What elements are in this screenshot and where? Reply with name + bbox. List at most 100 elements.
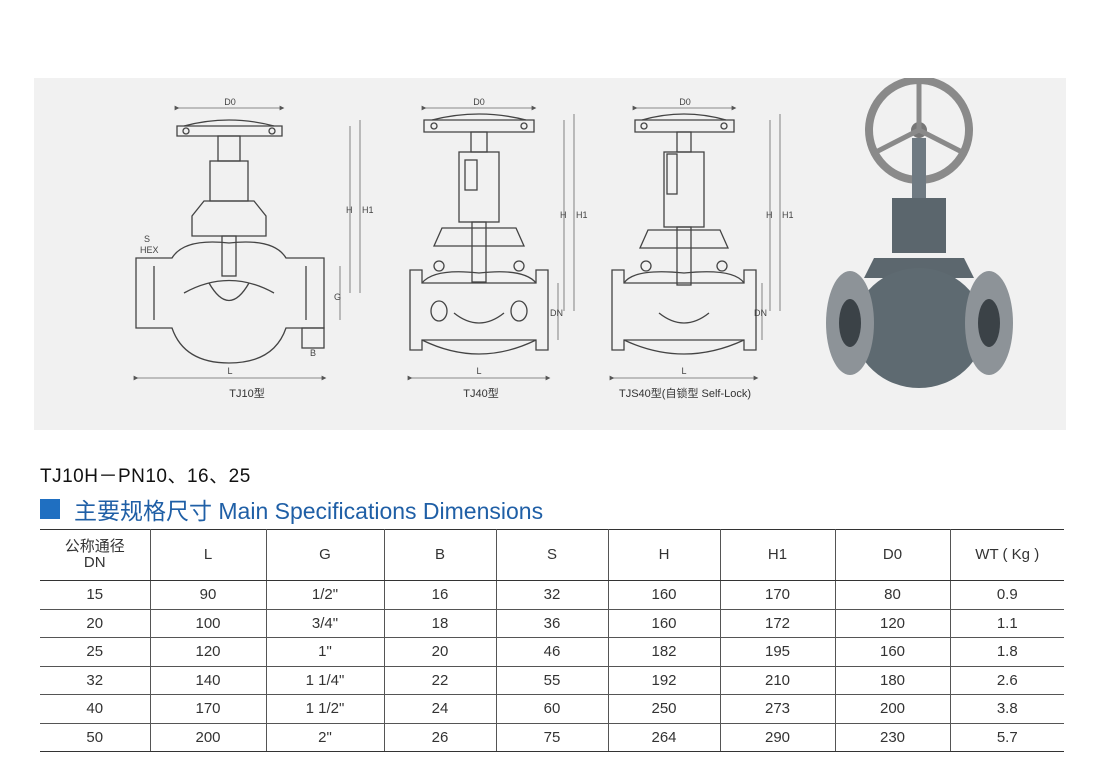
- table-header-row: 公称通径 DN L G B S H H1 D0 WT ( Kg ): [40, 529, 1064, 581]
- cell-l: 140: [149, 666, 267, 695]
- h-label-1: H: [346, 205, 353, 215]
- cell-wt: 1.1: [949, 609, 1064, 638]
- cell-wt: 5.7: [949, 723, 1064, 752]
- cell-d0: 180: [834, 666, 951, 695]
- cell-h1: 195: [719, 637, 836, 667]
- tjs40-drawing: [611, 113, 757, 355]
- cell-b: 24: [383, 694, 497, 724]
- valve-drawings: D0 D0 D0 L L L H H1 H H1 H H1 G B DN DN …: [133, 78, 1013, 388]
- b-label: B: [310, 348, 316, 358]
- cell-l: 170: [149, 694, 267, 724]
- spec-section-title: 主要规格尺寸 Main Specifications Dimensions: [40, 492, 543, 526]
- header-h: H: [607, 529, 721, 581]
- cell-h1: 210: [719, 666, 836, 695]
- header-dn-line2: DN: [83, 554, 106, 571]
- cell-d0: 160: [834, 637, 951, 667]
- g-label: G: [334, 292, 341, 302]
- d0-label-1: D0: [224, 97, 236, 107]
- h-label-2: H: [560, 210, 567, 220]
- tj40-drawing: [409, 113, 549, 355]
- header-d0: D0: [834, 529, 951, 581]
- h1-label-2: H1: [576, 210, 588, 220]
- header-dn: 公称通径 DN: [40, 529, 151, 581]
- h1-label-3: H1: [782, 210, 794, 220]
- cell-d0: 80: [834, 580, 951, 610]
- hex-label: HEX: [140, 245, 159, 255]
- header-h1: H1: [719, 529, 836, 581]
- cell-wt: 3.8: [949, 694, 1064, 724]
- cell-b: 20: [383, 637, 497, 667]
- cell-s: 32: [495, 580, 609, 610]
- cell-h: 160: [607, 609, 721, 638]
- cell-b: 26: [383, 723, 497, 752]
- caption-tjs40: TJS40型(自锁型 Self-Lock): [618, 388, 752, 400]
- d0-label-3: D0: [679, 97, 691, 107]
- l-label-1: L: [227, 366, 232, 376]
- cell-l: 90: [149, 580, 267, 610]
- title-square-icon: [40, 499, 60, 519]
- cell-h1: 273: [719, 694, 836, 724]
- l-label-3: L: [681, 366, 686, 376]
- s-label: S: [144, 234, 150, 244]
- header-s: S: [495, 529, 609, 581]
- cell-g: 3/4": [265, 609, 385, 638]
- header-g: G: [265, 529, 385, 581]
- cell-b: 18: [383, 609, 497, 638]
- cell-g: 2": [265, 723, 385, 752]
- cell-s: 36: [495, 609, 609, 638]
- cell-dn: 15: [40, 580, 151, 610]
- cell-dn: 32: [40, 666, 151, 695]
- d0-label-2: D0: [473, 97, 485, 107]
- cell-dn: 25: [40, 637, 151, 667]
- caption-tj10: TJ10型: [229, 388, 265, 400]
- cell-g: 1/2": [265, 580, 385, 610]
- header-b: B: [383, 529, 497, 581]
- cell-d0: 200: [834, 694, 951, 724]
- cell-s: 75: [495, 723, 609, 752]
- cell-l: 120: [149, 637, 267, 667]
- cell-d0: 120: [834, 609, 951, 638]
- dn-label-2: DN: [754, 308, 767, 318]
- cell-s: 46: [495, 637, 609, 667]
- cell-g: 1": [265, 637, 385, 667]
- cell-h: 182: [607, 637, 721, 667]
- cell-h: 192: [607, 666, 721, 695]
- cell-dn: 50: [40, 723, 151, 752]
- cell-s: 55: [495, 666, 609, 695]
- cell-wt: 2.6: [949, 666, 1064, 695]
- cell-d0: 230: [834, 723, 951, 752]
- header-dn-line1: 公称通径: [64, 538, 125, 555]
- cell-s: 60: [495, 694, 609, 724]
- cell-wt: 0.9: [949, 580, 1064, 610]
- l-label-2: L: [476, 366, 481, 376]
- cell-h: 250: [607, 694, 721, 724]
- cell-h1: 170: [719, 580, 836, 610]
- header-l: L: [149, 529, 267, 581]
- cell-dn: 20: [40, 609, 151, 638]
- drawing-panel: D0 D0 D0 L L L H H1 H H1 H H1 G B DN DN …: [34, 78, 1066, 430]
- dn-label-1: DN: [550, 308, 563, 318]
- cell-h: 264: [607, 723, 721, 752]
- cell-b: 22: [383, 666, 497, 695]
- cell-b: 16: [383, 580, 497, 610]
- cell-l: 200: [149, 723, 267, 752]
- caption-tj40: TJ40型: [463, 388, 499, 400]
- cell-wt: 1.8: [949, 637, 1064, 667]
- h1-label-1: H1: [362, 205, 374, 215]
- cell-h1: 290: [719, 723, 836, 752]
- cell-g: 1 1/2": [265, 694, 385, 724]
- cell-h1: 172: [719, 609, 836, 638]
- spec-title-text: 主要规格尺寸 Main Specifications Dimensions: [74, 498, 544, 524]
- cell-l: 100: [149, 609, 267, 638]
- tj10-drawing: [135, 119, 325, 364]
- cell-g: 1 1/4": [265, 666, 385, 695]
- header-wt: WT ( Kg ): [949, 529, 1064, 581]
